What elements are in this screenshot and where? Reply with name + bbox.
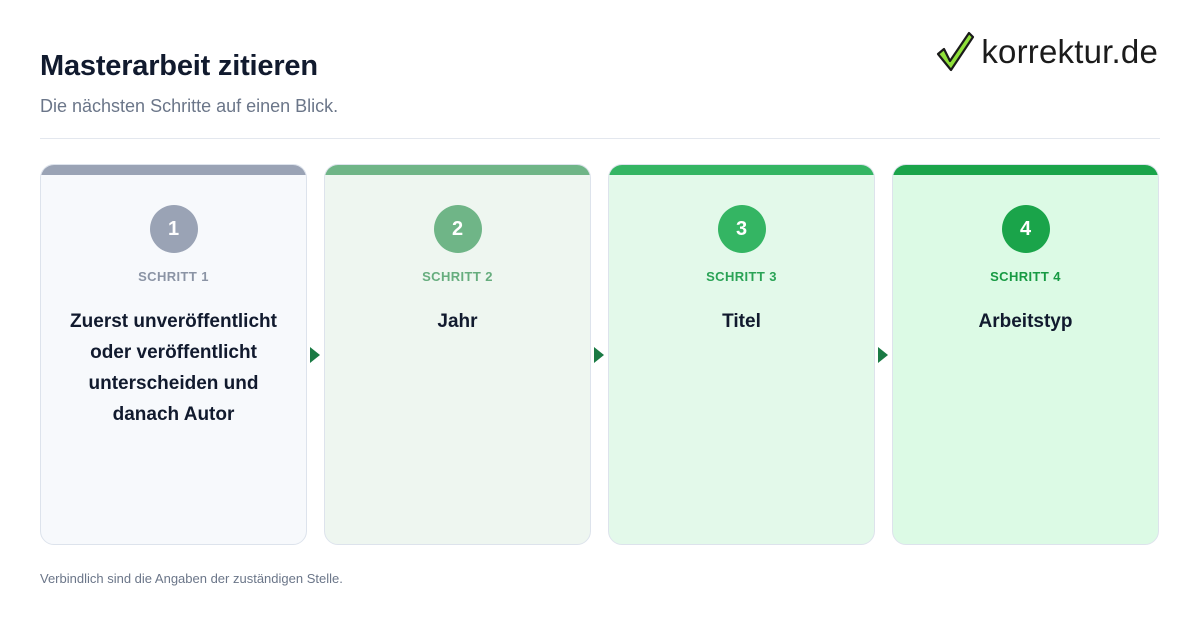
header-divider — [40, 138, 1160, 139]
step-card-1: 1 SCHRITT 1 Zuerst unveröffentlicht oder… — [40, 164, 307, 545]
step-number-badge: 1 — [149, 205, 198, 253]
korrektur-logo: korrektur.de — [935, 30, 1158, 74]
footer-note: Verbindlich sind die Angaben der zuständ… — [40, 571, 343, 586]
step-card-accent-bar — [325, 165, 590, 175]
step-card-3: 3 SCHRITT 3 Titel — [608, 164, 875, 545]
checkmark-icon — [937, 31, 975, 72]
step-text: Zuerst unveröffentlicht oder veröffentli… — [70, 311, 277, 425]
step-card-accent-bar — [609, 165, 874, 175]
step-number-badge: 3 — [717, 205, 766, 253]
step-number-badge: 4 — [1001, 205, 1050, 253]
logo-text: korrektur.de — [981, 33, 1158, 70]
step-text: Jahr — [437, 311, 478, 332]
step-label: SCHRITT 1 — [138, 269, 209, 284]
step-label: SCHRITT 3 — [706, 269, 777, 284]
step-number-badge: 2 — [433, 205, 482, 253]
arrow-right-icon — [594, 347, 604, 363]
step-text: Arbeitstyp — [978, 311, 1073, 332]
step-card-accent-bar — [893, 165, 1158, 175]
page-title: Masterarbeit zitieren — [40, 50, 318, 82]
step-label: SCHRITT 2 — [422, 269, 493, 284]
arrow-right-icon — [878, 347, 888, 363]
step-card-4: 4 SCHRITT 4 Arbeitstyp — [892, 164, 1159, 545]
step-label: SCHRITT 4 — [990, 269, 1061, 284]
arrow-right-icon — [310, 347, 320, 363]
step-card-2: 2 SCHRITT 2 Jahr — [324, 164, 591, 545]
step-card-accent-bar — [41, 165, 306, 175]
step-text: Titel — [722, 311, 761, 332]
page-subtitle: Die nächsten Schritte auf einen Blick. — [40, 96, 339, 116]
